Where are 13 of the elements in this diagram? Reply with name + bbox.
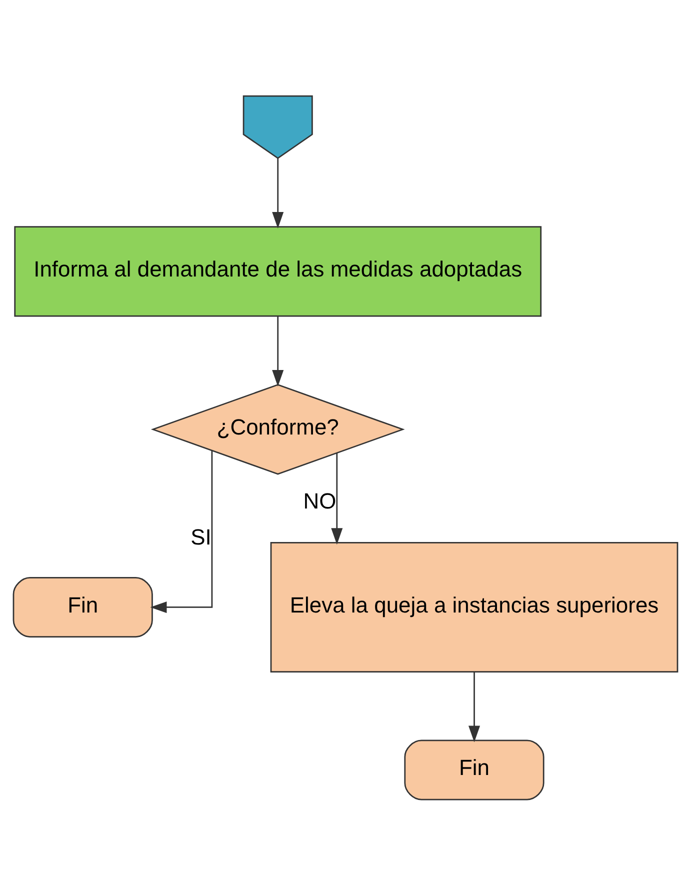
arrow — [331, 452, 343, 544]
edge-label: NO — [303, 488, 336, 513]
arrow — [272, 316, 284, 386]
node-box: Fin — [404, 739, 544, 800]
arrow — [150, 450, 213, 613]
node-box: Eleva la queja a instancias superiores — [270, 542, 678, 672]
node-box: Fin — [12, 576, 153, 637]
node-pentagon — [242, 94, 313, 158]
arrow — [468, 672, 480, 742]
edge-label: SI — [190, 524, 212, 550]
node-box: Informa al demandante de las medidas adoptadas — [14, 226, 542, 316]
arrow — [272, 158, 284, 228]
node-diamond: ¿Conforme? — [150, 384, 405, 474]
